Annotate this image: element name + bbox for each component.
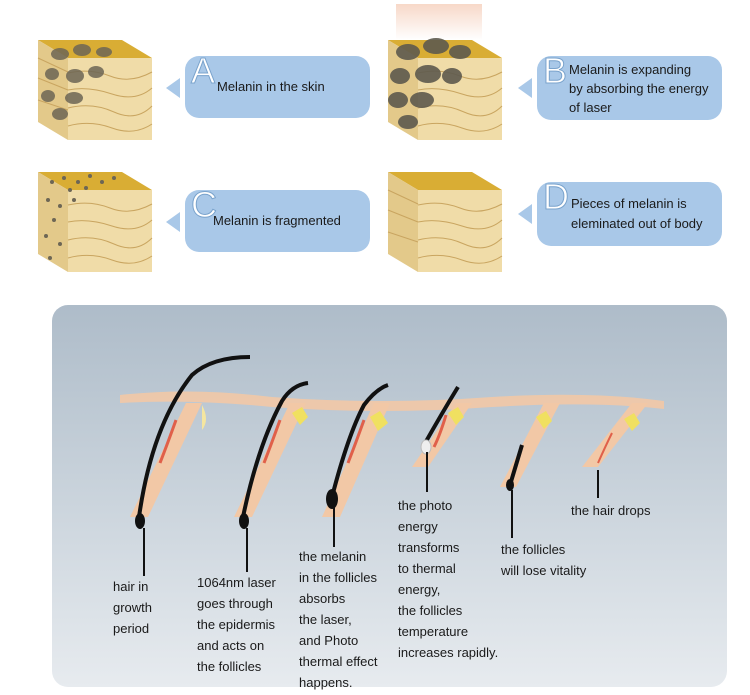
step-4-line: energy [398, 519, 438, 534]
pointer-line-1 [143, 528, 145, 576]
step-6-label: the hair drops [571, 500, 651, 521]
step-2-line: goes through [197, 596, 273, 611]
step-3-line: happens. [299, 675, 353, 690]
step-4-line: the follicles [398, 603, 463, 618]
step-3-line: absorbs [299, 591, 346, 606]
skin-cube-b [388, 38, 503, 140]
pointer-line-2 [246, 528, 248, 572]
stage-c-bubble: C Melanin is fragmented [185, 184, 370, 252]
step-6-line: the hair drops [571, 503, 651, 518]
step-1-line: period [113, 621, 150, 636]
hair-removal-panel [52, 305, 727, 687]
skin-cube-d [387, 172, 503, 272]
step-3-line: the melanin [299, 549, 367, 564]
step-2-line: and acts on [197, 638, 265, 653]
skin-cube-c [38, 172, 153, 272]
stage-b-text-line: of laser [569, 99, 612, 115]
step-4-label: the photo energy transforms to thermal e… [398, 495, 498, 663]
step-2-label: 1064nm laser goes through the epidermis … [197, 572, 276, 677]
step-3-line: in the follicles [299, 570, 378, 585]
stage-c-letter: C [191, 184, 218, 226]
stage-b-text-line: Melanin is expanding [569, 61, 692, 77]
step-5-line: will lose vitality [501, 563, 587, 578]
step-5-line: the follicles [501, 542, 566, 557]
stage-a-bubble: A Melanin in the skin [185, 50, 370, 118]
step-1-label: hair in growth period [113, 576, 152, 639]
stage-d-text-line: eleminated out of body [571, 216, 703, 231]
step-3-line: the laser, [299, 612, 352, 627]
stage-b-bubble: B Melanin is expanding by absorbing the … [537, 50, 722, 120]
step-1-line: hair in [113, 579, 149, 594]
step-4-line: increases rapidly. [398, 645, 499, 660]
arrow-d [518, 204, 532, 224]
stage-d-text-line: Pieces of melanin is [571, 196, 687, 211]
arrow-b [518, 78, 532, 98]
arrow-c [166, 212, 180, 232]
step-4-line: temperature [398, 624, 469, 639]
step-2-line: the follicles [197, 659, 262, 674]
stage-d-bubble: D Pieces of melanin is eleminated out of… [537, 176, 722, 246]
hair-follicle-diagram [120, 355, 664, 529]
step-5-label: the follicles will lose vitality [501, 539, 586, 581]
stage-b-text-line: by absorbing the energy [569, 80, 709, 96]
skin-cube-a [37, 40, 153, 140]
stage-d-letter: D [543, 176, 570, 218]
step-3-label: the melanin in the follicles absorbs the… [299, 546, 378, 693]
step-3-line: thermal effect [299, 654, 378, 669]
step-2-line: 1064nm laser [197, 575, 276, 590]
step-1-line: growth [113, 600, 153, 615]
step-4-line: energy, [398, 582, 441, 597]
stage-a-letter: A [190, 50, 216, 92]
pointer-line-5 [511, 490, 513, 538]
pointer-line-6 [597, 470, 599, 498]
stage-c-text: Melanin is fragmented [213, 213, 341, 228]
stage-a-text: Melanin in the skin [217, 79, 325, 94]
step-4-line: the photo [398, 498, 453, 513]
pointer-line-3 [333, 505, 335, 547]
step-3-line: and Photo [299, 633, 359, 648]
step-2-line: the epidermis [197, 617, 276, 632]
arrow-a [166, 78, 180, 98]
step-4-line: transforms [398, 540, 460, 555]
stage-b-letter: B [542, 50, 568, 92]
pointer-line-4 [426, 452, 428, 492]
laser-beam [396, 4, 482, 40]
step-4-line: to thermal [398, 561, 456, 576]
